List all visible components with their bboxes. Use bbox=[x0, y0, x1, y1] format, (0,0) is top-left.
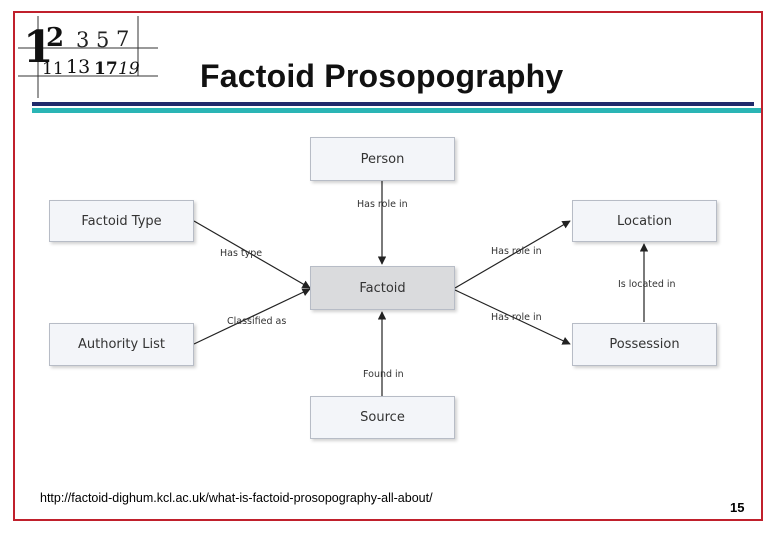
node-source: Source bbox=[310, 396, 455, 439]
edge-label-possession-location: Is located in bbox=[618, 279, 676, 290]
slide-title: Factoid Prosopography bbox=[200, 58, 564, 94]
primes-logo: 1 2 3 5 7 11 13 17 19 bbox=[18, 16, 158, 98]
logo-digit: 17 bbox=[94, 59, 118, 79]
logo-digit: 3 bbox=[76, 28, 89, 52]
logo-digit: 7 bbox=[116, 27, 129, 51]
logo-digit: 2 bbox=[46, 23, 64, 53]
logo-digit: 19 bbox=[118, 59, 140, 79]
slide-frame bbox=[13, 11, 763, 521]
edge-factoid-possession bbox=[454, 289, 571, 345]
title-rule-light bbox=[32, 108, 761, 113]
edge-location-factoid bbox=[454, 220, 571, 289]
edge-label-authority-factoid: Classified as bbox=[227, 316, 287, 327]
node-factoid-type: Factoid Type bbox=[49, 200, 194, 242]
logo-digit: 13 bbox=[66, 56, 90, 78]
node-authority-list: Authority List bbox=[49, 323, 194, 366]
title-rule-dark bbox=[32, 102, 754, 106]
edge-label-location-factoid: Has role in bbox=[491, 246, 542, 257]
edge-authority-factoid bbox=[193, 288, 311, 345]
logo-digit: 11 bbox=[42, 59, 64, 79]
node-location: Location bbox=[572, 200, 717, 242]
node-possession: Possession bbox=[572, 323, 717, 366]
edge-label-factoid-type: Has type bbox=[220, 248, 263, 259]
node-person: Person bbox=[310, 137, 455, 181]
logo-digit: 1 bbox=[23, 22, 54, 73]
edge-factoid-type-factoid bbox=[193, 220, 311, 289]
footer-url-link[interactable]: http://factoid-dighum.kcl.ac.uk/what-is-… bbox=[40, 491, 433, 505]
page-number: 15 bbox=[730, 500, 745, 515]
logo-digit: 5 bbox=[96, 28, 109, 52]
edge-label-person-factoid: Has role in bbox=[357, 199, 408, 210]
edge-label-source-factoid: Found in bbox=[363, 369, 404, 380]
edge-label-possession-factoid: Has role in bbox=[491, 312, 542, 323]
node-factoid: Factoid bbox=[310, 266, 455, 310]
